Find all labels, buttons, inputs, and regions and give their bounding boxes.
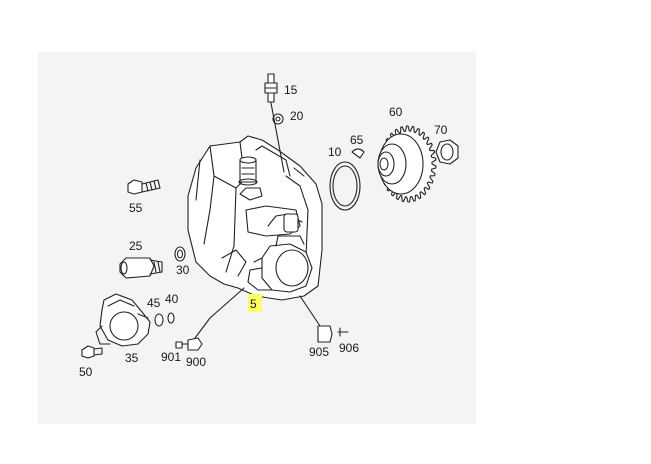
part-70-nut[interactable] xyxy=(435,139,459,165)
pressure-regulating-valve[interactable] xyxy=(247,213,313,293)
label-part-55[interactable]: 55 xyxy=(129,201,143,215)
part-906-pin[interactable] xyxy=(337,327,349,337)
label-part-25[interactable]: 25 xyxy=(129,239,143,253)
part-60-drive-gear[interactable] xyxy=(377,125,437,203)
part-35-sensor[interactable] xyxy=(95,293,151,347)
label-part-905[interactable]: 905 xyxy=(309,345,329,359)
label-part-10[interactable]: 10 xyxy=(328,145,342,159)
label-part-50[interactable]: 50 xyxy=(79,365,93,379)
part-10-oring[interactable] xyxy=(329,161,361,211)
part-20-washer[interactable] xyxy=(272,113,284,125)
label-part-70[interactable]: 70 xyxy=(434,123,448,137)
label-part-60[interactable]: 60 xyxy=(389,105,403,119)
label-part-906[interactable]: 906 xyxy=(339,341,359,355)
label-part-900[interactable]: 900 xyxy=(186,355,206,369)
part-25-plug[interactable] xyxy=(119,257,163,279)
part-30-seal-ring[interactable] xyxy=(174,246,186,262)
label-part-35[interactable]: 35 xyxy=(125,351,139,365)
part-15-fitting[interactable] xyxy=(264,73,278,103)
highlight-part-5 xyxy=(248,294,262,312)
part-40-oring[interactable] xyxy=(167,312,175,324)
part-50-screw[interactable] xyxy=(81,345,103,359)
part-55-bolt[interactable] xyxy=(127,179,161,195)
part-901-pin[interactable] xyxy=(175,341,183,349)
label-part-901[interactable]: 901 xyxy=(161,350,181,364)
label-part-40[interactable]: 40 xyxy=(165,292,179,306)
part-905-connector[interactable] xyxy=(317,325,333,343)
label-part-65[interactable]: 65 xyxy=(350,133,364,147)
part-45-oring[interactable] xyxy=(154,313,164,327)
label-part-45[interactable]: 45 xyxy=(147,296,161,310)
housing-top-fitting[interactable] xyxy=(238,156,258,186)
part-900-connector[interactable] xyxy=(181,337,203,351)
label-part-5[interactable]: 5 xyxy=(250,297,257,311)
label-part-20[interactable]: 20 xyxy=(290,109,304,123)
label-part-15[interactable]: 15 xyxy=(284,83,298,97)
label-part-30[interactable]: 30 xyxy=(176,263,190,277)
part-65-key[interactable] xyxy=(351,148,365,159)
